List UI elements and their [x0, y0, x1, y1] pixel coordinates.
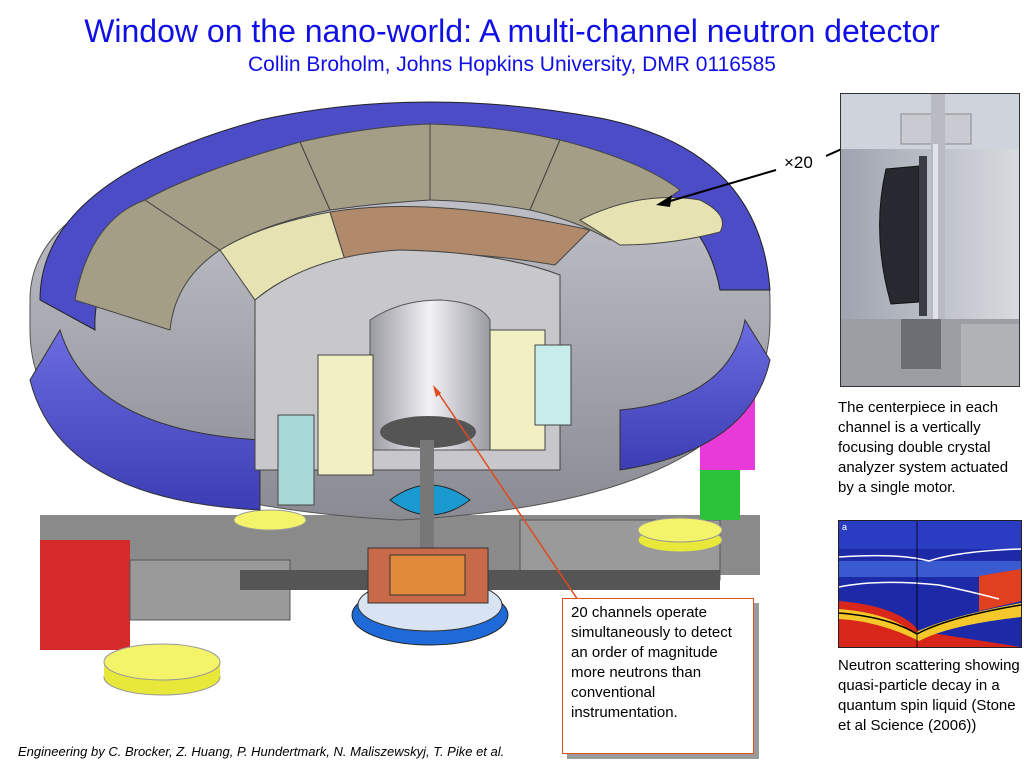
- plot-caption: Neutron scattering showing quasi-particl…: [838, 657, 1020, 734]
- support-feet: [103, 509, 723, 696]
- analyzer-photo: [840, 93, 1020, 387]
- channel-arrow-head: [656, 195, 672, 207]
- engineering-credit: Engineering by C. Brocker, Z. Huang, P. …: [18, 744, 505, 759]
- photo-caption: The centerpiece in each channel is a ver…: [838, 399, 1009, 496]
- channels-callout-box: 20 channels operate simultaneously to de…: [562, 598, 754, 754]
- slide-title: Window on the nano-world: A multi-channe…: [84, 13, 940, 49]
- detector-cad-diagram: [29, 101, 840, 696]
- channel-multiplier-label: ×20: [784, 153, 813, 172]
- inner-drum: [254, 249, 572, 550]
- channel-arrow: [659, 169, 777, 205]
- sample-stage: [351, 547, 509, 646]
- photo-pointer-line: [825, 148, 840, 157]
- plot-panel-letter: a: [842, 522, 848, 532]
- analyzer-photo-image: [841, 94, 1019, 386]
- callout-arrow-head: [433, 385, 441, 397]
- scattering-heatmap: [839, 521, 1021, 647]
- scattering-plot: a: [838, 520, 1022, 648]
- callout-arrow: [434, 387, 579, 601]
- slide-subtitle: Collin Broholm, Johns Hopkins University…: [248, 53, 776, 76]
